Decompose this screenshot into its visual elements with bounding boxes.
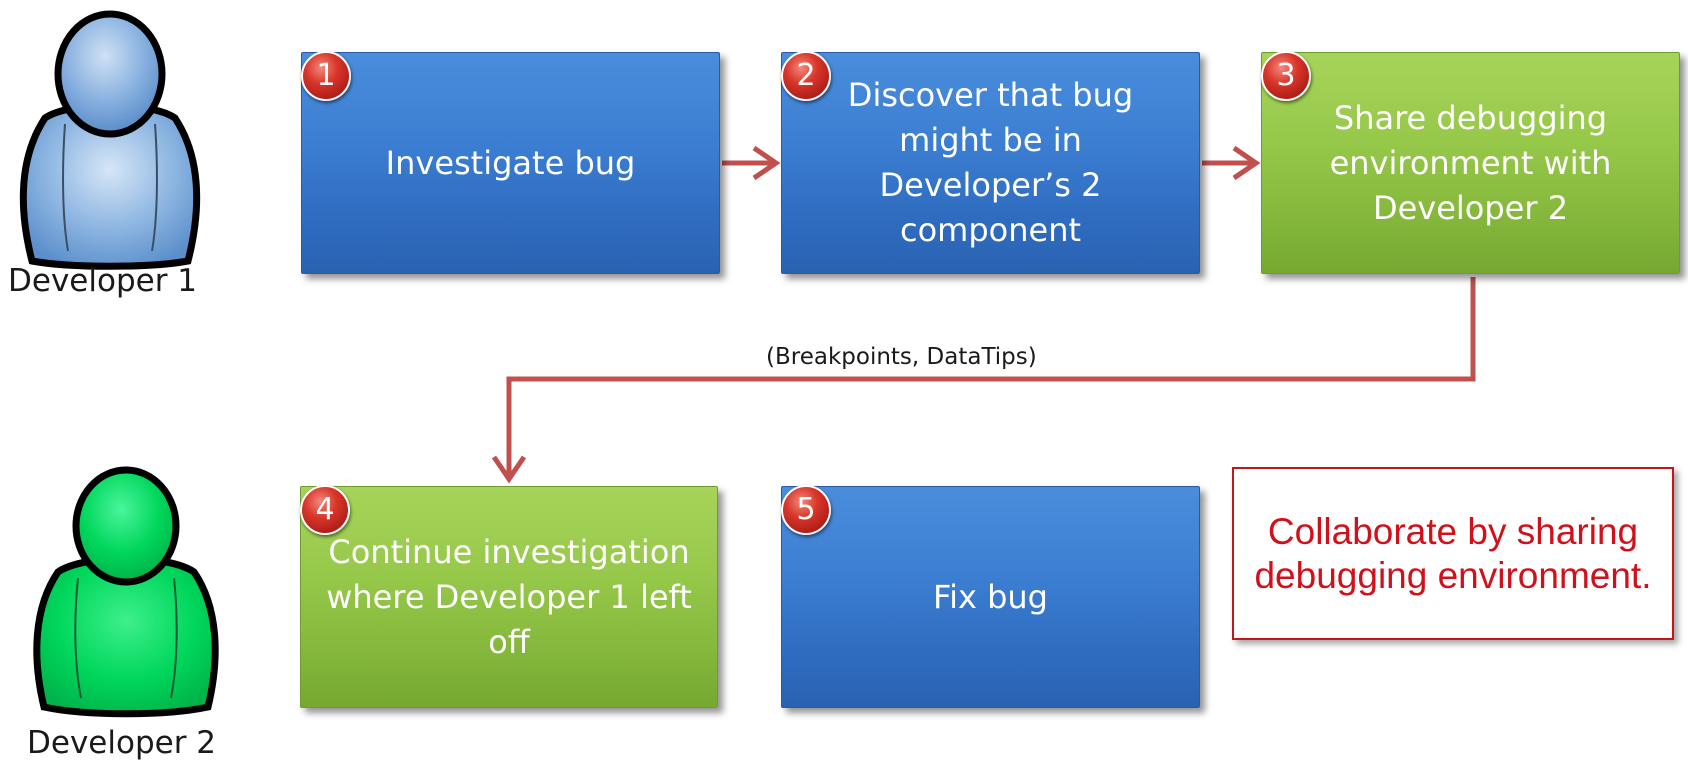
- step-3-box: Share debugging environment with Develop…: [1261, 52, 1680, 274]
- step-2-text: Discover that bug might be in Developer’…: [847, 76, 1134, 249]
- step-5-text: Fix bug: [933, 577, 1048, 616]
- developer-1-user-icon: [19, 10, 201, 270]
- arrow-step1-to-step2: [722, 145, 781, 181]
- step-3-text: Share debugging environment with Develop…: [1329, 98, 1612, 227]
- developer-1-label: Developer 1: [8, 263, 198, 299]
- step-1-box: Investigate bug: [301, 52, 720, 274]
- callout-text: Collaborate by sharing debugging environ…: [1254, 510, 1652, 596]
- step-3-badge: 3: [1261, 51, 1311, 101]
- step-4-badge: 4: [300, 485, 350, 535]
- step-4-text: Continue investigation where Developer 1…: [326, 532, 692, 661]
- developer-2-user-icon: [33, 466, 219, 718]
- step-2-badge: 2: [781, 51, 831, 101]
- collaborate-callout: Collaborate by sharing debugging environ…: [1232, 467, 1674, 640]
- step-1-text: Investigate bug: [385, 143, 636, 182]
- arrow-step3-to-step4: [491, 277, 1476, 484]
- step-5-box: Fix bug: [781, 486, 1200, 708]
- arrow-step2-to-step3: [1202, 145, 1261, 181]
- step-5-badge: 5: [781, 485, 831, 535]
- step-1-badge: 1: [301, 51, 351, 101]
- step-2-box: Discover that bug might be in Developer’…: [781, 52, 1200, 274]
- developer-2-label: Developer 2: [27, 725, 217, 761]
- connector-label: (Breakpoints, DataTips): [766, 344, 1037, 370]
- step-4-box: Continue investigation where Developer 1…: [300, 486, 718, 708]
